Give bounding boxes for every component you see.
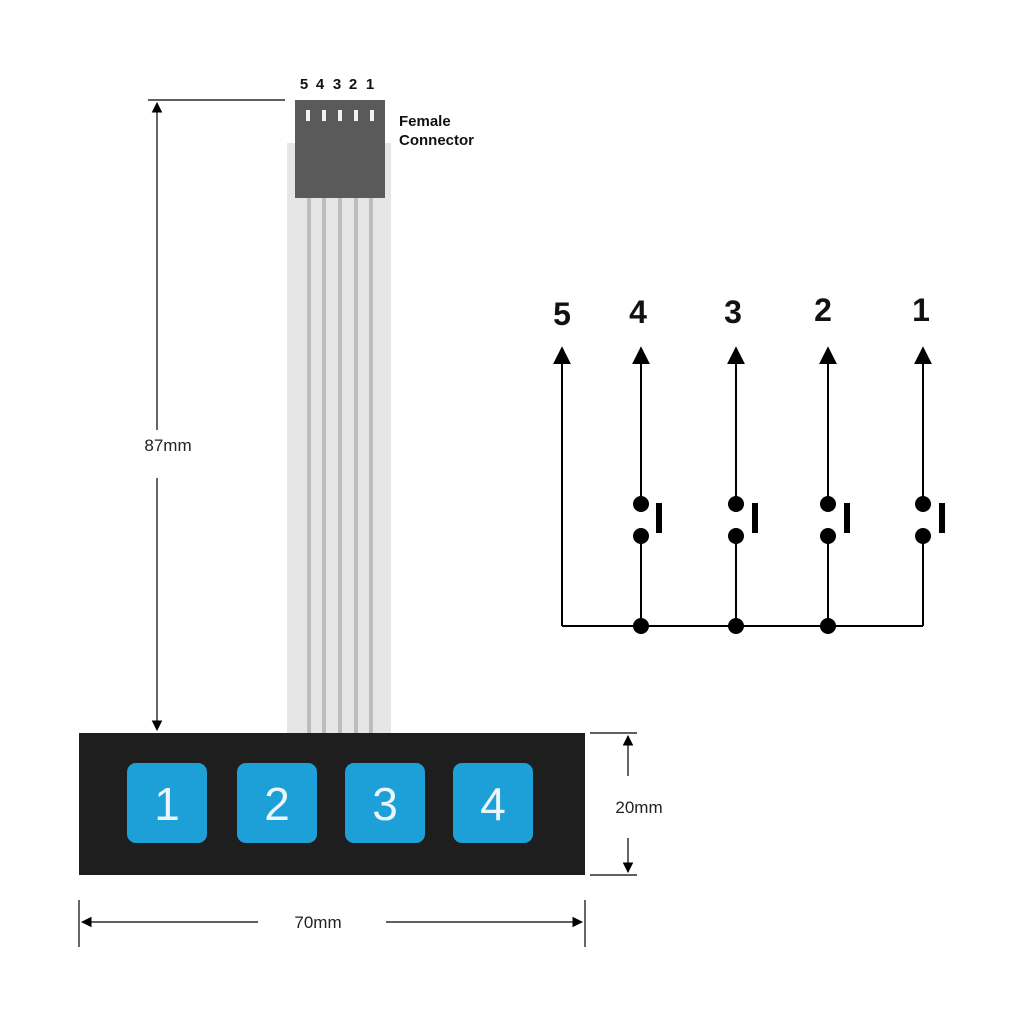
- switch-key-4: [915, 496, 945, 544]
- connector-label-line1: Female: [399, 113, 451, 130]
- connector-pin-label: 3: [333, 76, 341, 93]
- key-label: 4: [480, 778, 506, 830]
- connector-pin-slots: [306, 110, 374, 121]
- key-label: 1: [154, 778, 180, 830]
- switch-contact: [633, 496, 649, 512]
- connector-pin-slot: [370, 110, 374, 121]
- connector-pin-slot: [338, 110, 342, 121]
- schematic-pin-label: 1: [912, 292, 930, 328]
- ribbon-cable: [287, 143, 391, 733]
- connector-pin-slot: [306, 110, 310, 121]
- junction-dot: [633, 618, 649, 634]
- switch-contact: [728, 496, 744, 512]
- switch-contact: [633, 528, 649, 544]
- connector-pin-label: 4: [316, 76, 325, 93]
- schematic-pin-label: 4: [629, 294, 647, 330]
- connector-pin-slot: [354, 110, 358, 121]
- schematic: 5 4 3 2 1: [553, 292, 945, 634]
- switch-actuator: [752, 503, 758, 533]
- connector-pin-labels: 5 4 3 2 1: [300, 76, 374, 93]
- dimension-width-label: 70mm: [294, 913, 341, 932]
- junction-dot: [728, 618, 744, 634]
- switch-contact: [820, 528, 836, 544]
- connector-pin-label: 2: [349, 76, 357, 93]
- switch-contact: [915, 528, 931, 544]
- connector-label-line2: Connector: [399, 132, 474, 149]
- keypad-key-1: 1: [127, 763, 207, 843]
- keypad-key-4: 4: [453, 763, 533, 843]
- key-button: [237, 763, 317, 843]
- switch-key-1: [633, 496, 662, 544]
- female-connector: 5 4 3 2 1 Female Connector: [295, 76, 474, 198]
- switch-actuator: [656, 503, 662, 533]
- dimension-height: [148, 99, 285, 732]
- junction-dot: [820, 618, 836, 634]
- keypad-key-2: 2: [237, 763, 317, 843]
- switch-key-3: [820, 496, 850, 544]
- keypad-key-3: 3: [345, 763, 425, 843]
- key-label: 3: [372, 778, 398, 830]
- bus-junctions: [633, 618, 836, 634]
- schematic-pin-label: 3: [724, 294, 742, 330]
- ribbon-traces: [307, 195, 373, 733]
- switch-actuator: [939, 503, 945, 533]
- dimension-keypad-height: [590, 732, 637, 876]
- switch-contact: [820, 496, 836, 512]
- key-label: 2: [264, 778, 290, 830]
- key-button: [345, 763, 425, 843]
- key-button: [453, 763, 533, 843]
- keypad: 1 2 3 4: [79, 733, 585, 875]
- switch-key-2: [728, 496, 758, 544]
- schematic-pin-labels: 5 4 3 2 1: [553, 292, 930, 332]
- dimension-keypad-height-label: 20mm: [615, 798, 662, 817]
- schematic-pin-label: 5: [553, 296, 571, 332]
- switch-contact: [728, 528, 744, 544]
- connector-pin-label: 1: [366, 76, 374, 93]
- dimension-height-label: 87mm: [144, 436, 191, 455]
- dimension-width: [78, 900, 586, 947]
- switch-contact: [915, 496, 931, 512]
- schematic-pin-label: 2: [814, 292, 832, 328]
- connector-pin-label: 5: [300, 76, 308, 93]
- key-button: [127, 763, 207, 843]
- connector-pin-slot: [322, 110, 326, 121]
- switch-actuator: [844, 503, 850, 533]
- schematic-wires: [553, 346, 932, 627]
